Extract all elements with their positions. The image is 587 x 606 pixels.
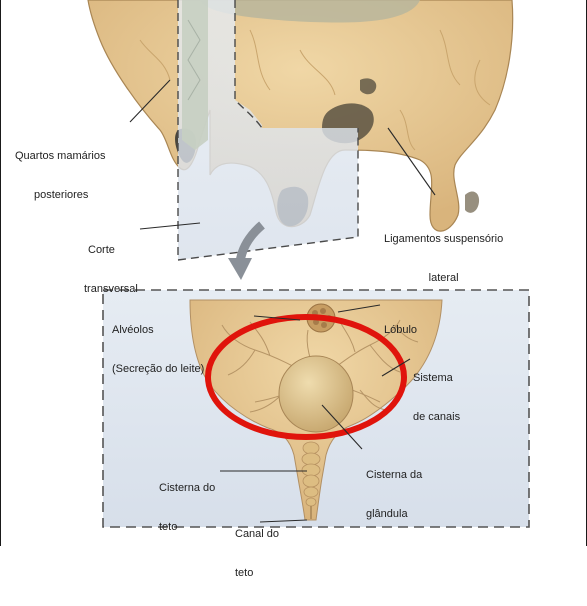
tissue-spot [360, 78, 376, 94]
arrow-head [228, 258, 252, 280]
label-alveoli-line1: Alvéolos [112, 324, 204, 337]
label-cross-section-line2: transversal [84, 283, 138, 296]
label-gland-cistern-line1: Cisterna da [366, 469, 422, 482]
label-suspensory-line2: lateral [384, 272, 503, 285]
label-rear-quarters: Quartos mamários posteriores [15, 124, 105, 228]
label-suspensory-line1: Ligamentos suspensório [384, 233, 503, 246]
label-cross-section-line1: Corte [84, 244, 138, 257]
label-alveoli: Alvéolos (Secreção do leite) [112, 298, 204, 402]
label-gland-cistern-line2: glândula [366, 508, 422, 521]
label-lobule-line1: Lóbulo [384, 324, 417, 337]
label-teat-canal: Canal do teto [235, 502, 279, 606]
label-rear-quarters-line1: Quartos mamários [15, 150, 105, 163]
label-alveoli-line2: (Secreção do leite) [112, 363, 204, 376]
label-gland-cistern: Cisterna da glândula [366, 443, 422, 547]
cut-tissue-strip [182, 0, 208, 150]
label-duct-system-line2: de canais [413, 411, 460, 424]
label-teat-cistern-line2: teto [159, 521, 215, 534]
diagram-frame: Quartos mamários posteriores Corte trans… [0, 0, 587, 546]
label-teat-canal-line2: teto [235, 567, 279, 580]
gland-cistern [279, 356, 353, 432]
label-duct-system-line1: Sistema [413, 372, 460, 385]
label-teat-cistern-line1: Cisterna do [159, 482, 215, 495]
label-teat-cistern: Cisterna do teto [159, 456, 215, 560]
label-duct-system: Sistema de canais [413, 346, 460, 450]
label-suspensory-ligaments: Ligamentos suspensório lateral [384, 207, 503, 311]
label-rear-quarters-line2: posteriores [15, 189, 105, 202]
label-teat-canal-line1: Canal do [235, 528, 279, 541]
